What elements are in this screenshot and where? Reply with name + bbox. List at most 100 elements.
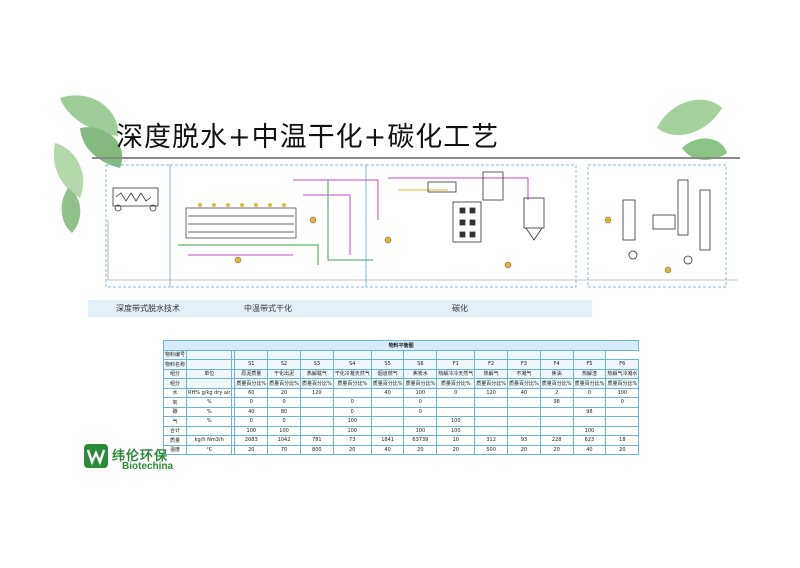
table-cell: %	[186, 397, 233, 408]
table-cell: 质量百分比%	[332, 378, 372, 389]
section-label-dewatering: 深度带式脱水技术	[88, 300, 208, 317]
table-cell	[186, 378, 233, 389]
table-cell: 100	[234, 425, 269, 436]
table-cell: 100	[572, 425, 607, 436]
table-cell: 热解渣	[572, 368, 607, 379]
process-flow-diagram	[105, 164, 738, 288]
table-cell: 1841	[370, 435, 405, 446]
table-cell: F2	[474, 359, 509, 370]
table-cell: 单位	[186, 368, 233, 379]
table-cell: S4	[332, 359, 372, 370]
table-cell	[507, 349, 541, 360]
table-cell	[370, 397, 405, 408]
table-cell: 120	[299, 387, 334, 398]
table-cell	[605, 406, 640, 417]
title-divider	[92, 157, 740, 159]
table-cell: F4	[539, 359, 574, 370]
belt-dryer	[185, 203, 297, 239]
table-cell	[370, 349, 405, 360]
table-cell	[299, 425, 334, 436]
table-cell: 98	[539, 397, 574, 408]
table-cell: 质量百分比%	[267, 378, 301, 389]
table-cell: 40	[572, 444, 607, 455]
belt-press	[112, 187, 159, 212]
table-cell: °C	[186, 444, 233, 455]
table-cell: 质量百分比%	[299, 378, 334, 389]
table-cell: 热解气冷凝水	[605, 368, 640, 379]
company-logo-icon	[84, 444, 108, 468]
table-cell: 20	[267, 387, 301, 398]
table-cell: 120	[474, 387, 509, 398]
table-cell: 质量百分比%	[539, 378, 574, 389]
table-cell: 20	[507, 444, 541, 455]
table-cell: F3	[507, 359, 541, 370]
table-cell	[436, 349, 476, 360]
table-cell: 228	[539, 435, 574, 446]
table-cell	[267, 349, 301, 360]
table-cell: 100	[267, 425, 301, 436]
table-cell: 1042	[267, 435, 301, 446]
table-cell: 98	[572, 406, 607, 417]
table-cell: 20	[605, 444, 640, 455]
table-cell: F6	[605, 359, 640, 370]
table-cell: 质量百分比%	[605, 378, 640, 389]
table-cell: 干化冷凝天然气	[332, 368, 372, 379]
table-cell: 100	[332, 425, 372, 436]
table-cell: 物料名称	[162, 359, 188, 370]
table-cell: 500	[474, 444, 509, 455]
table-cell: 质量百分比%	[403, 378, 438, 389]
table-cell: 80	[267, 406, 301, 417]
table-cell	[539, 425, 574, 436]
table-cell: 100	[605, 387, 640, 398]
table-cell: 0	[234, 416, 269, 427]
table-cell: 0	[436, 387, 476, 398]
table-cell: 干化出泥	[267, 368, 301, 379]
table-cell: kg/h Nm3/h	[186, 435, 233, 446]
table-cell: 40	[370, 387, 405, 398]
table-cell	[605, 416, 640, 427]
table-cell	[572, 349, 607, 360]
table-cell	[474, 425, 509, 436]
leaf-decoration-right	[657, 99, 727, 160]
table-cell	[231, 444, 236, 455]
gas-treatment-section	[587, 164, 727, 288]
table-cell	[507, 425, 541, 436]
table-cell	[186, 349, 233, 360]
table-cell: 0	[332, 406, 372, 417]
table-cell: 70	[267, 444, 301, 455]
table-cell: 20	[332, 444, 372, 455]
carbonization-section	[365, 164, 577, 288]
table-cell	[474, 349, 509, 360]
table-cell: 质量	[162, 435, 188, 446]
table-cell: 热解气	[474, 368, 509, 379]
table-cell: 水	[162, 387, 188, 398]
table-cell: 物料编号	[162, 349, 188, 360]
table-cell: S3	[299, 359, 334, 370]
table-cell: 100	[403, 387, 438, 398]
table-cell: S2	[267, 359, 301, 370]
table-cell: 组分	[162, 368, 188, 379]
table-cell: 氧	[162, 397, 188, 408]
table-row: 组分单位原泥质量干化出泥热解载气干化冷凝天然气烟道燃气焦炭水热解冷冷天然气热解气…	[162, 368, 640, 379]
table-cell: 焦炭水	[403, 368, 438, 379]
table-cell	[507, 406, 541, 417]
table-cell: 40	[370, 444, 405, 455]
table-cell	[299, 397, 334, 408]
table-cell: RH% g/kg dry air	[186, 387, 233, 398]
section-label-drying: 中温带式干化	[208, 300, 328, 317]
table-cell	[299, 416, 334, 427]
table-cell	[403, 349, 438, 360]
table-cell: 质量百分比%	[474, 378, 509, 389]
table-cell: 312	[474, 435, 509, 446]
table-cell: %	[186, 416, 233, 427]
table-cell: 合计	[162, 425, 188, 436]
table-cell: 800	[299, 444, 334, 455]
table-cell: 0	[267, 416, 301, 427]
table-cell	[299, 349, 334, 360]
table-cell	[474, 416, 509, 427]
table-cell: 热解冷冷天然气	[436, 368, 476, 379]
